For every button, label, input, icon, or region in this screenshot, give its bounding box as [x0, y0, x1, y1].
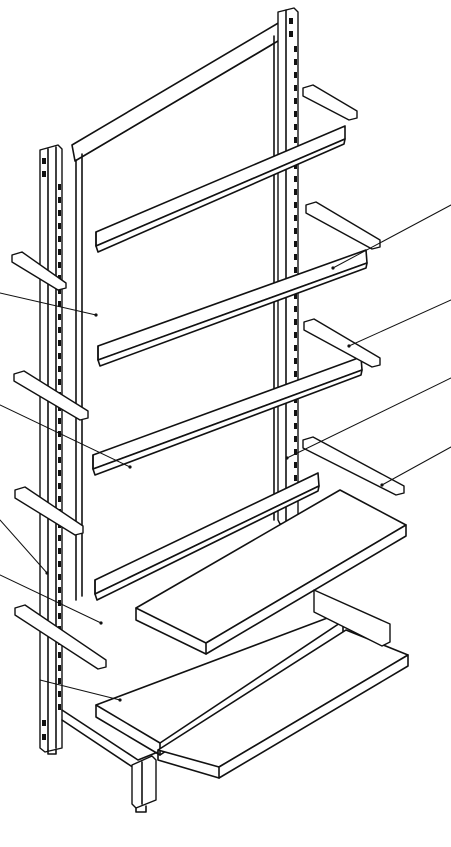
upright-slot — [58, 184, 61, 190]
shelf-3 — [92, 356, 363, 476]
upright-slot — [58, 379, 61, 385]
upright-slot — [58, 561, 61, 567]
upright-slot — [294, 137, 297, 143]
leader-lines — [0, 204, 451, 702]
upright-slot — [58, 431, 61, 437]
upright-slot — [294, 358, 297, 364]
base-frame — [47, 589, 391, 813]
upright-slot — [294, 215, 297, 221]
upright-slot — [58, 691, 61, 697]
upright-slot — [294, 293, 297, 299]
upright-slot — [58, 678, 61, 684]
right-upright-slots — [294, 46, 297, 494]
upright-slot — [294, 449, 297, 455]
right-brackets — [302, 84, 405, 496]
upright-slot — [58, 223, 61, 229]
shelf-4 — [94, 472, 320, 601]
upright-slot — [58, 262, 61, 268]
upright-slot — [294, 189, 297, 195]
left-brackets — [11, 251, 107, 670]
upright-slot — [294, 176, 297, 182]
upright-slot — [58, 353, 61, 359]
upright-slot — [58, 314, 61, 320]
upright-slot — [294, 306, 297, 312]
upright-slot — [58, 418, 61, 424]
upright-slot — [294, 59, 297, 65]
shelf-2 — [97, 249, 368, 367]
upright-slot — [294, 228, 297, 234]
upright-slot — [294, 319, 297, 325]
shelf-1 — [95, 125, 346, 253]
upright-slot — [58, 210, 61, 216]
shelf-7 — [157, 629, 409, 779]
upright-slot — [58, 327, 61, 333]
upright-slot — [58, 483, 61, 489]
upright-slot — [294, 98, 297, 104]
upright-slot — [294, 254, 297, 260]
upright-slot — [58, 301, 61, 307]
upright-slot — [58, 652, 61, 658]
upright-slot — [294, 124, 297, 130]
upright-slot — [58, 548, 61, 554]
upright-slot — [58, 496, 61, 502]
left-upright — [39, 144, 63, 753]
upright-slot — [294, 410, 297, 416]
upright-slot — [294, 345, 297, 351]
upright-slot — [58, 665, 61, 671]
upright-slot — [58, 574, 61, 580]
upright-slot — [58, 340, 61, 346]
upright-slot — [58, 535, 61, 541]
upright-slot — [294, 371, 297, 377]
upright-slot — [294, 436, 297, 442]
shelf-5 — [135, 489, 407, 655]
upright-slot — [294, 111, 297, 117]
upright-slot — [58, 288, 61, 294]
upright-slot — [58, 613, 61, 619]
upright-slot — [58, 366, 61, 372]
upright-slot — [294, 85, 297, 91]
upright-slot — [294, 202, 297, 208]
upright-slot — [58, 457, 61, 463]
upright-slot — [294, 267, 297, 273]
upright-slot — [58, 470, 61, 476]
upright-slot — [294, 423, 297, 429]
upright-slot — [294, 462, 297, 468]
upright-slot — [58, 704, 61, 710]
upright-slot — [58, 444, 61, 450]
upright-slot — [294, 475, 297, 481]
upright-slot — [294, 72, 297, 78]
upright-slot — [294, 332, 297, 338]
upright-slot — [58, 249, 61, 255]
upright-slot — [58, 197, 61, 203]
upright-slot — [294, 46, 297, 52]
upright-slot — [58, 236, 61, 242]
upright-slot — [58, 587, 61, 593]
upright-slot — [294, 241, 297, 247]
